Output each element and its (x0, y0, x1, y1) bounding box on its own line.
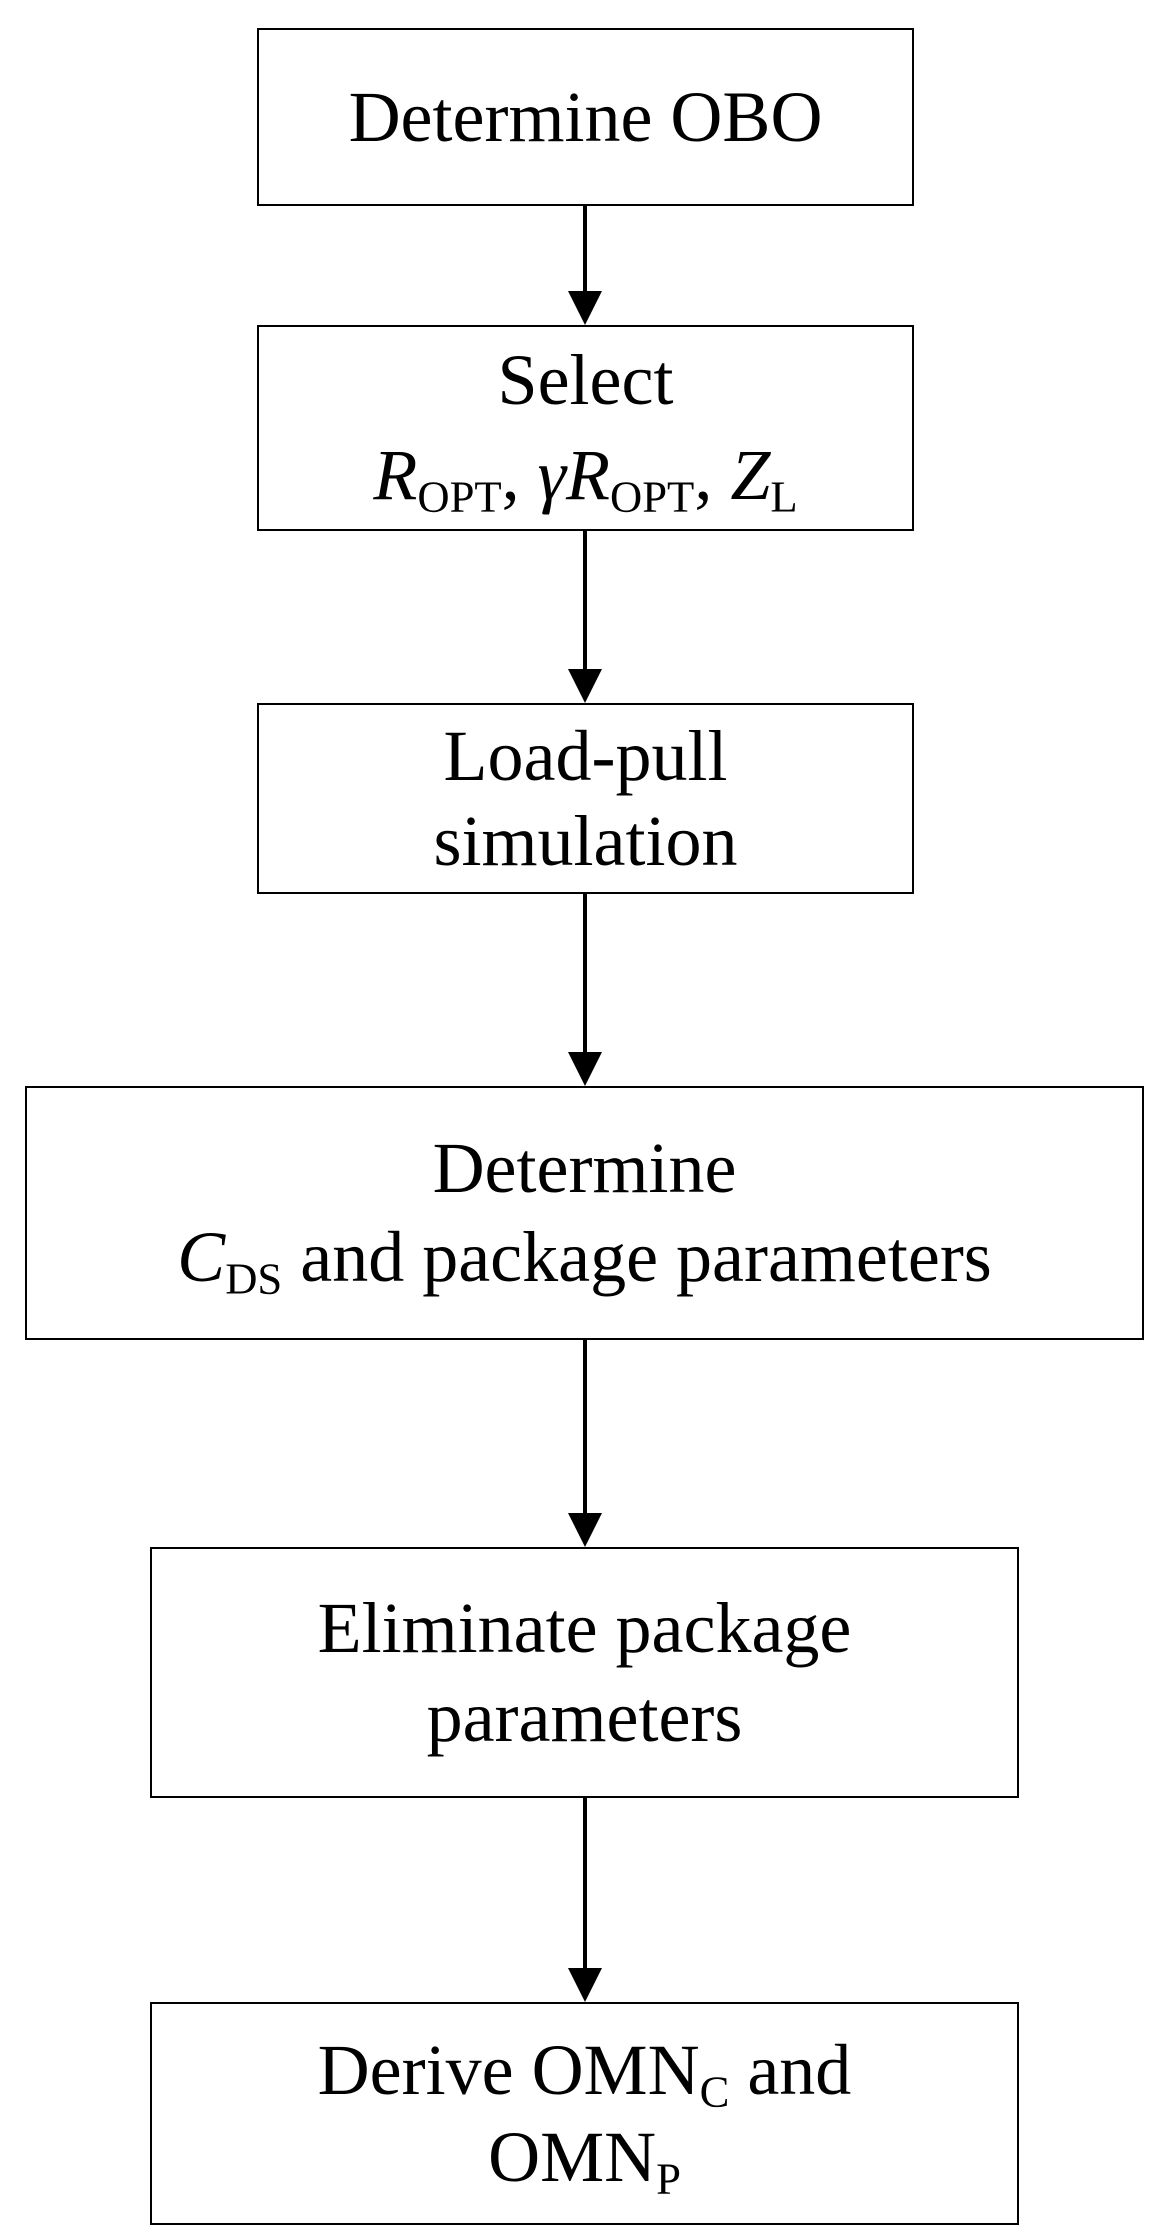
omn-p-base: OMN (488, 2116, 657, 2197)
step-determine-obo: Determine OBO (257, 28, 914, 206)
step-derive-omn: Derive OMNC and OMNP (150, 2002, 1019, 2225)
omn-c-base: OMN (531, 2029, 700, 2110)
step-4-line-2-rest: and package parameters (282, 1217, 992, 1297)
step-2-title: Select (497, 340, 674, 421)
omn-p-subscript: P (656, 2152, 681, 2203)
gamma-r-opt-subscript: OPT (610, 471, 695, 522)
step-determine-cds-package: Determine CDS and package parameters (25, 1086, 1144, 1340)
step-1-label: Determine OBO (348, 76, 823, 157)
z-l-subscript: L (770, 471, 798, 522)
step-6-line-2: OMNP (488, 2115, 681, 2203)
arrow-head-1 (568, 291, 602, 325)
step-2-symbols: ROPT, γROPT, ZL (373, 433, 798, 522)
step-3-line-1: Load-pull (443, 715, 728, 796)
z-l-symbol: Z (730, 435, 771, 515)
arrow-head-3 (568, 1052, 602, 1086)
arrow-head-4 (568, 1513, 602, 1547)
step-3-line-2: simulation (433, 800, 738, 881)
step-5-line-2: parameters (426, 1676, 743, 1757)
derive-prefix: Derive (317, 2029, 532, 2110)
and-suffix: and (729, 2029, 852, 2110)
step-5-line-1: Eliminate package (317, 1587, 852, 1668)
c-ds-symbol: C (177, 1217, 226, 1297)
gamma-r-opt-symbol: R (566, 435, 611, 515)
step-6-line-1: Derive OMNC and (317, 2028, 852, 2117)
step-4-line-1: Determine (432, 1128, 737, 1209)
r-opt-subscript: OPT (417, 471, 502, 522)
r-opt-symbol: R (373, 435, 418, 515)
gamma-symbol: γ (537, 435, 567, 515)
arrow-head-5 (568, 1968, 602, 2002)
omn-c-subscript: C (699, 2066, 730, 2117)
step-select-impedances: Select ROPT, γROPT, ZL (257, 325, 914, 531)
step-eliminate-package-parameters: Eliminate package parameters (150, 1547, 1019, 1798)
step-load-pull-simulation: Load-pull simulation (257, 703, 914, 894)
separator-2: , (694, 435, 731, 515)
c-ds-subscript: DS (225, 1253, 283, 1304)
arrow-head-2 (568, 669, 602, 703)
step-4-line-2: CDS and package parameters (177, 1215, 992, 1304)
separator-1: , (501, 435, 538, 515)
